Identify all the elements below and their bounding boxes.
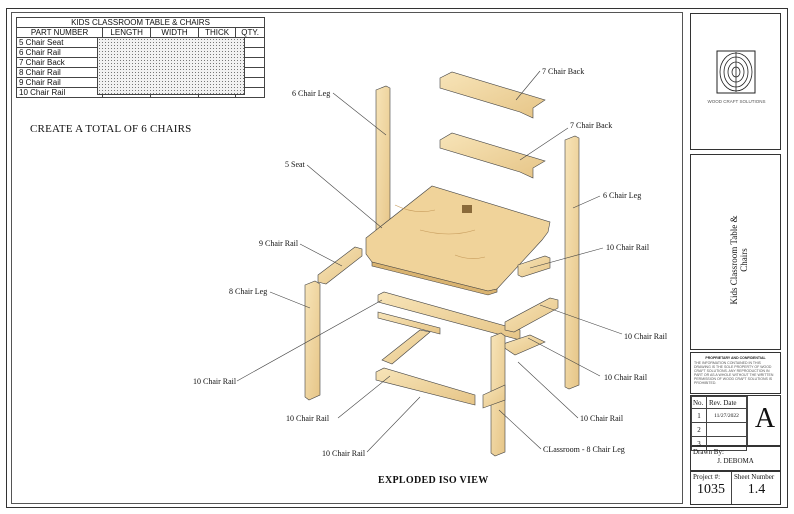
project-title: Kids Classroom Table & Chairs [729,215,749,305]
drawing-sheet-border [6,8,788,508]
callout-chair-rail: 10 Chair Rail [624,332,668,341]
callout-chair-leg: 6 Chair Leg [292,89,331,98]
lower-rail-side [381,329,431,365]
proprietary-heading: PROPRIETARY AND CONFIDENTIAL [705,356,766,360]
drawn-by-name: J. DEBOMA [717,457,754,465]
callout-chair-rail: 10 Chair Rail [606,243,650,252]
callout-chair-rail: 9 Chair Rail [259,239,299,248]
project-number-label: Project #: [693,473,721,481]
wood-logo-icon [716,50,756,94]
table-row: 1 11/27/2022 [691,408,747,423]
lower-rail-front [375,367,476,406]
callout-chair-back: 7 Chair Back [542,67,585,76]
callout-chair-leg: 6 Chair Leg [603,191,642,200]
left-front-leg [304,280,321,401]
mid-rail-10 [377,311,441,335]
proprietary-panel: PROPRIETARY AND CONFIDENTIAL THE INFORMA… [690,352,781,394]
table-row: 3 [691,436,747,451]
revision-panel: No. Rev. Date 1 11/27/2022 2 3 A [690,395,782,451]
side-rail-10a [517,255,551,278]
chair-back-lower [439,132,546,179]
revision-letter: A [747,396,782,445]
lower-rail-right [499,334,546,356]
callout-chair-rail: 10 Chair Rail [604,373,648,382]
sheet-number-label: Sheet Number [734,473,775,481]
sheet-number: 1.4 [747,482,766,497]
seat-knot [462,205,472,213]
logo-panel: WOOD CRAFT SOLUTIONS [690,13,781,150]
drawing-area-border [11,12,683,504]
drawn-by-panel: Drawn By: J. DEBOMA [690,446,781,471]
chair-back-upper [439,71,546,119]
right-rear-leg [564,135,580,390]
chair-exploded-drawing [236,70,623,457]
instruction-note: CREATE A TOTAL OF 6 CHAIRS [30,123,192,135]
callout-chair-back: 7 Chair Back [570,121,613,130]
number-panel: Project #: 1035 Sheet Number 1.4 [690,471,781,505]
project-number: 1035 [697,482,725,497]
project-title-panel [690,154,781,350]
leader-lines [236,70,623,453]
callout-seat: 5 Seat [285,160,305,169]
side-rail-9 [317,246,363,285]
revision-table: No. Rev. Date 1 11/27/2022 2 3 [691,396,747,451]
company-name: WOOD CRAFT SOLUTIONS [707,99,766,104]
right-side-rail-10 [504,297,559,333]
callout-chair-rail: 10 Chair Rail [322,449,366,458]
callout-chair-leg: 8 Chair Leg [229,287,268,296]
callout-chair-rail: 10 Chair Rail [580,414,624,423]
view-title: EXPLODED ISO VIEW [378,475,489,486]
callout-chair-rail: 10 Chair Rail [193,377,237,386]
table-hatched-fill [97,37,245,95]
table-row: 2 [691,422,747,437]
proprietary-text: THE INFORMATION CONTAINED IN THIS DRAWIN… [694,361,774,385]
callout-chair-leg: CLassroom - 8 Chair Leg [543,445,625,454]
right-side-lower-rail [482,384,506,409]
front-rail-10 [377,291,521,341]
drawn-by-label: Drawn By: [693,448,724,456]
callout-chair-rail: 10 Chair Rail [286,414,330,423]
